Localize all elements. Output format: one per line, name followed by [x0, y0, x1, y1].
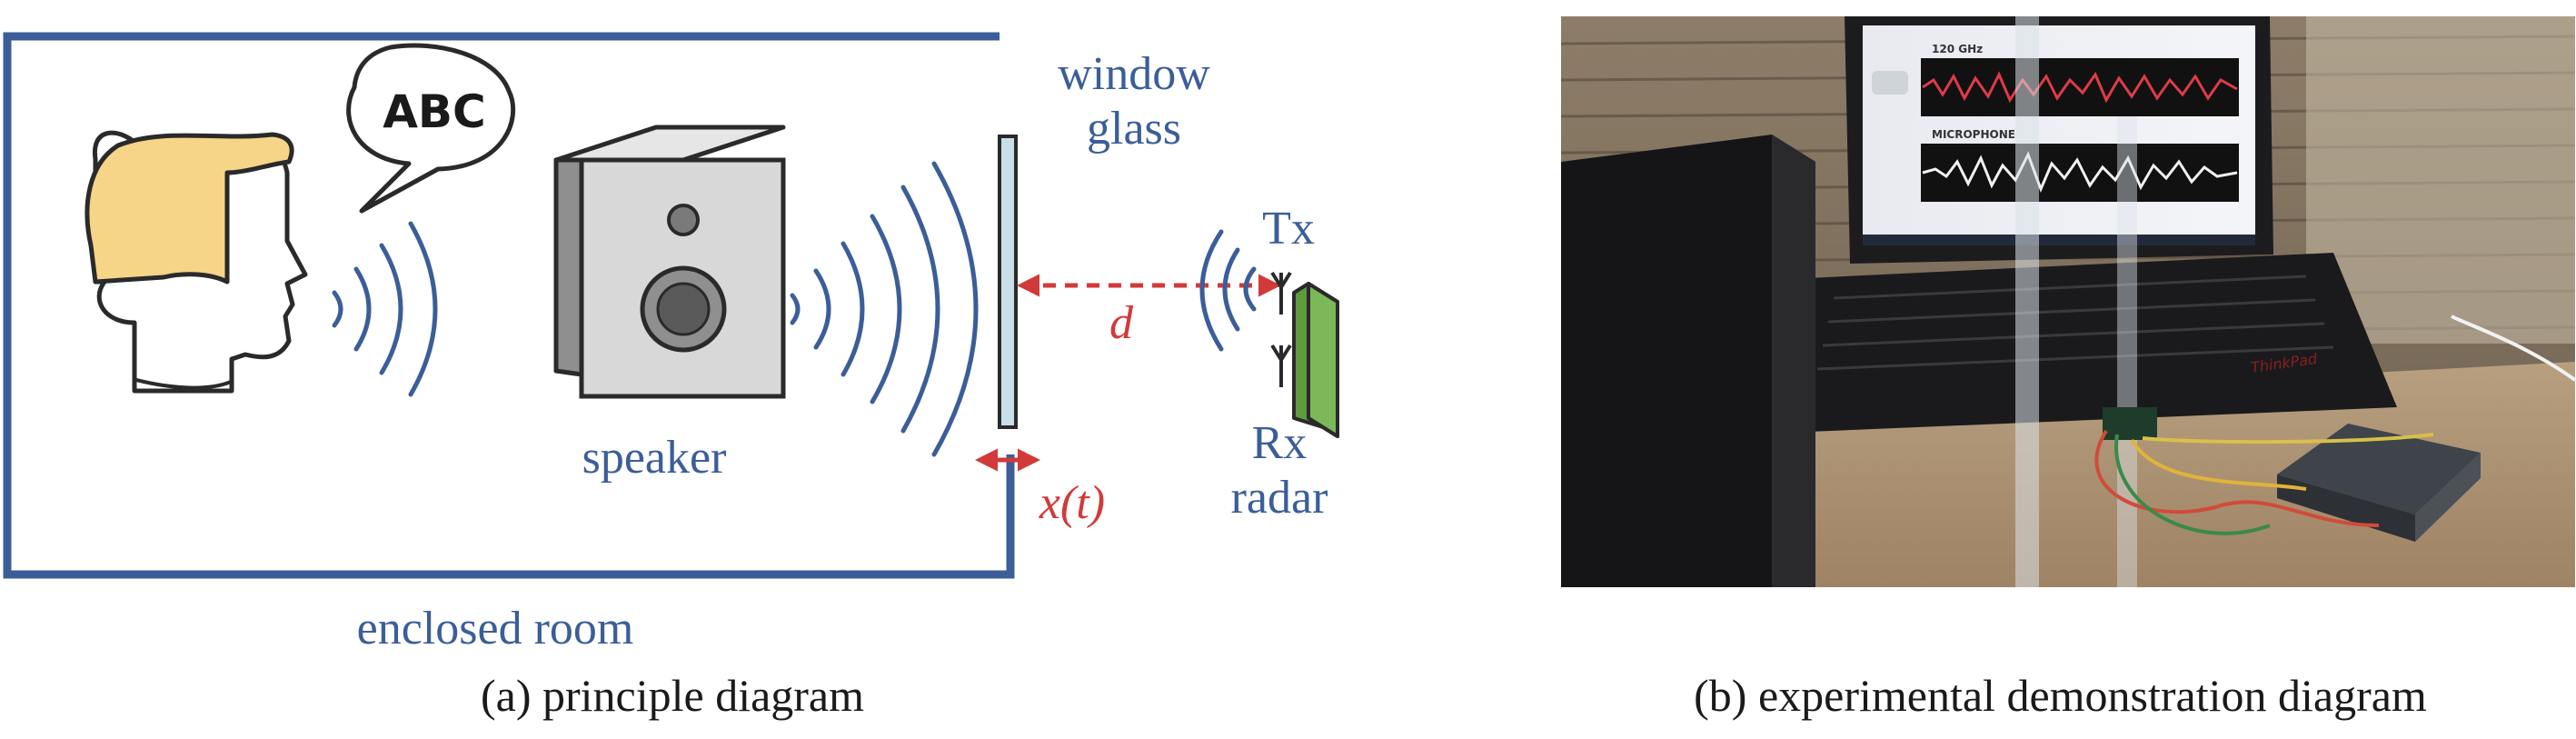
distance-label: d	[1109, 297, 1134, 349]
radar-waves	[1199, 229, 1257, 352]
voice-sound-waves	[332, 221, 438, 397]
experimental-demonstration-panel: 120 GHz MICROPHONE ThinkPad	[1545, 0, 2576, 734]
radar-board	[1292, 282, 1339, 438]
glass-pane-left	[2015, 16, 2039, 587]
caption-a: (a) principle diagram	[480, 670, 865, 721]
experiment-photo-svg: 120 GHz MICROPHONE ThinkPad	[1561, 16, 2575, 587]
tx-label: Tx	[1262, 203, 1315, 255]
keyboard-keys	[1816, 275, 2334, 371]
speaker-label: speaker	[582, 432, 727, 484]
microphone-waveform-plot	[1921, 144, 2239, 202]
window-glass	[998, 135, 1018, 429]
rx-antenna-icon	[1270, 344, 1292, 387]
tx-antenna-icon	[1270, 271, 1292, 315]
speaker-sound-waves	[790, 161, 979, 457]
rx-label: Rx	[1252, 417, 1308, 469]
laptop: 120 GHz MICROPHONE ThinkPad	[1743, 16, 2397, 434]
window-light	[2306, 16, 2575, 344]
speech-bubble: ABC	[346, 43, 516, 214]
caption-b: (b) experimental demonstration diagram	[1694, 670, 2427, 721]
screen-label-bottom: MICROPHONE	[1932, 128, 2015, 141]
speaker-box	[1561, 135, 1815, 587]
principle-diagram-svg: ABC speaker wind	[3, 32, 1339, 654]
experiment-photo: 120 GHz MICROPHONE ThinkPad	[1561, 16, 2575, 587]
screen-label-top: 120 GHz	[1932, 43, 1983, 55]
radar-board-photo	[2103, 407, 2157, 440]
speech-bubble-text: ABC	[383, 85, 486, 138]
room-label: enclosed room	[357, 603, 634, 654]
wires	[2094, 315, 2575, 535]
screen-control	[1872, 71, 1908, 95]
glass-pane-right	[2117, 116, 2137, 587]
laptop-screen	[1863, 25, 2255, 242]
taskbar	[1863, 235, 2255, 245]
microphone-waveform	[1922, 151, 2238, 194]
radar-waveform	[1922, 71, 2238, 104]
sensor-box	[2277, 424, 2481, 542]
radar-label: radar	[1231, 472, 1328, 524]
window-label-line1: window	[1058, 48, 1210, 100]
speaker-icon	[553, 125, 786, 399]
laptop-base	[1743, 253, 2397, 434]
principle-diagram-panel: ABC speaker wind	[3, 32, 1339, 721]
window-label-line2: glass	[1087, 103, 1181, 155]
displacement-label: x(t)	[1039, 477, 1105, 529]
person-head-icon	[85, 130, 308, 394]
radar-waveform-plot	[1921, 58, 2239, 116]
room-outline	[3, 32, 1015, 579]
